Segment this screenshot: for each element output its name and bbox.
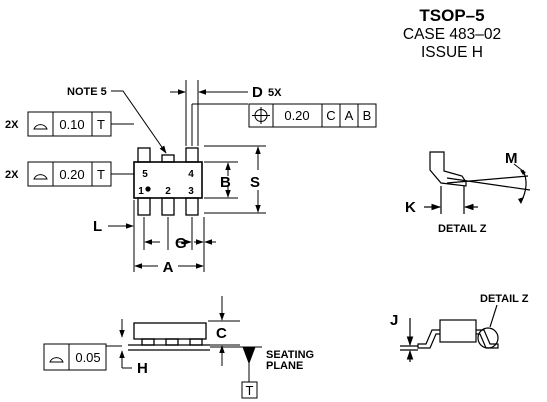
profile-mid-value: 0.20 [59,167,84,182]
H-label: H [137,360,148,377]
S-label: S [250,174,260,191]
profile-top-datum: T [97,117,105,132]
lead-2 [161,197,175,216]
datum-T-box [241,381,258,399]
profile-surface-icon [33,124,48,130]
J-label: J [390,312,398,329]
dimension-S [204,145,266,214]
side-body [133,322,207,340]
top-view [133,147,203,216]
C-label: C [216,325,227,342]
end-body [439,319,477,343]
M-leader [513,163,524,172]
lead-5 [137,147,151,163]
datum-T: T [246,383,254,398]
dimension-L [108,200,135,272]
angle-M-arrow-top [520,170,526,175]
end-lead-left [417,329,440,349]
profile-frame-bottom [43,343,122,371]
pin-label-5: 5 [142,169,148,180]
position-tolerance-frame [248,103,377,128]
position-icon [252,107,270,124]
position-datum-A: A [345,108,354,123]
end-lead-right [476,329,499,349]
note5-leader [111,90,167,154]
detail-z-circle [477,327,499,349]
profile-mid-multiplier: 2X [5,169,19,181]
lead-4 [185,147,199,163]
dimension-B [204,161,238,199]
angle-M-arrow-bottom [518,197,524,204]
note5-notch [161,154,175,163]
side-view [128,322,210,351]
pin-label-2: 2 [165,186,171,197]
D-multiplier: 5X [268,87,282,99]
profile-frame-top [27,111,134,137]
B-label: B [220,174,231,191]
pin-label-1: 1 [138,186,144,197]
package-body [133,161,203,199]
K-label: K [405,199,416,216]
position-tolerance-value: 0.20 [284,108,309,123]
profile-bottom-value: 0.05 [75,350,100,365]
pin-label-4: 4 [188,169,194,180]
detail-z-reference: DETAIL Z [480,293,529,305]
pin-label-3: 3 [188,186,194,197]
end-view [400,304,499,362]
lead-3 [185,197,199,216]
position-datum-B: B [363,108,372,123]
issue-label: ISSUE H [421,44,483,61]
pin1-dot [145,186,151,192]
profile-mid-datum: T [97,167,105,182]
dimension-C [208,296,240,366]
profile-surface-icon [49,357,64,363]
dimension-H [119,319,132,369]
seating-label: SEATING [266,349,314,361]
lead-profile [429,151,467,187]
detail-z-view [424,151,531,214]
profile-frame-mid [27,161,134,187]
profile-top-multiplier: 2X [5,119,19,131]
case-number: CASE 483–02 [403,26,501,43]
dimension-G [143,217,216,272]
lead-1 [137,197,151,216]
profile-top-value: 0.10 [59,117,84,132]
position-datum-C: C [326,108,335,123]
A-label: A [163,259,174,276]
note5-label: NOTE 5 [67,86,107,98]
seating-plane-datum [210,346,262,399]
L-label: L [93,218,102,235]
G-label: G [175,235,187,252]
D-label: D [252,84,263,101]
dimension-D [170,80,248,146]
M-label: M [505,150,518,167]
detail-z-view-label: DETAIL Z [438,223,487,235]
plane-label: PLANE [266,360,303,372]
package-title: TSOP–5 [419,6,484,25]
profile-surface-icon [33,174,48,180]
